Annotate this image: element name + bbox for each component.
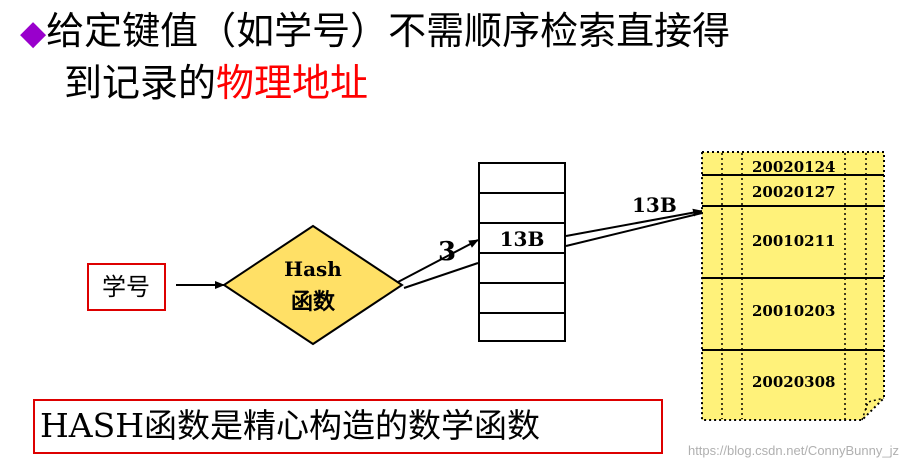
arrow-hash-to-bucket-lower (403, 262, 479, 289)
watermark: https://blog.csdn.net/ConnyBunny_jz (687, 443, 899, 458)
arrow-hash-to-bucket-upper (397, 239, 479, 283)
title-highlight: 物理地址 (216, 61, 369, 105)
pointer-address-label: 13B (632, 193, 677, 217)
hash-label: Hash (284, 257, 342, 281)
title-line-1: ◆给定键值（如学号）不需顺序检索直接得 (20, 6, 730, 58)
input-key-box (87, 263, 166, 311)
arrow-bucket-to-record-upper (565, 208, 703, 237)
title-text-2: 到记录的 (64, 61, 217, 105)
record-row: 20020308 (752, 373, 836, 391)
slide-title: ◆给定键值（如学号）不需顺序检索直接得 到记录的物理地址 (20, 6, 730, 108)
record-row: 20020127 (752, 183, 836, 201)
footer-callout-text: HASH函数是精心构造的数学函数 (40, 406, 540, 445)
records-page (701, 151, 885, 421)
input-key-label: 学号 (102, 273, 150, 301)
function-label: 函数 (291, 289, 336, 315)
record-row: 20020124 (752, 158, 836, 176)
record-row: 20010211 (752, 232, 836, 250)
bucket-table (478, 162, 566, 342)
title-text-1: 给定键值（如学号）不需顺序检索直接得 (46, 9, 731, 53)
bucket-cell-value: 13B (500, 227, 545, 251)
diamond-bullet-icon: ◆ (20, 13, 47, 53)
arrow-bucket-to-record-lower (565, 212, 703, 247)
footer-callout-box (33, 399, 663, 454)
record-row: 20010203 (752, 302, 836, 320)
hash-function-diamond (222, 224, 404, 346)
hash-value-label: 3 (438, 237, 456, 267)
title-line-2: 到记录的物理地址 (20, 58, 730, 108)
